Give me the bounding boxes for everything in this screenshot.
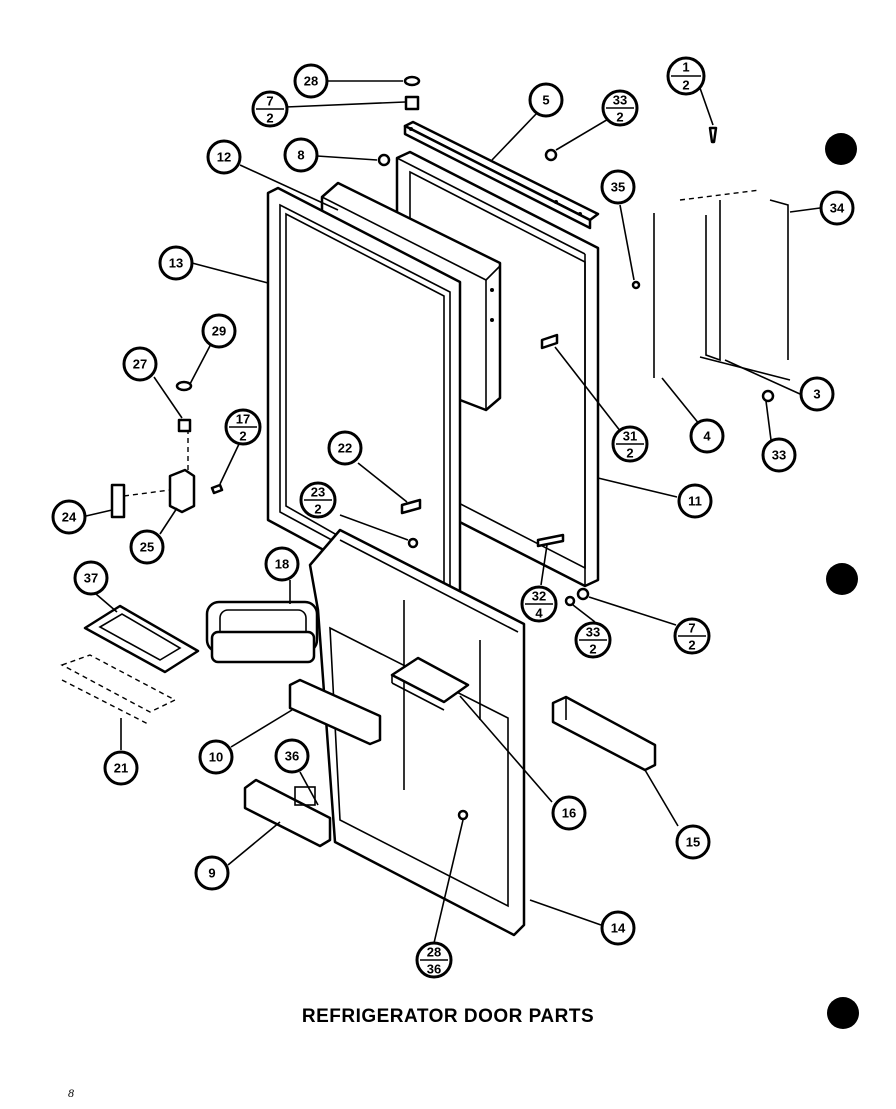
svg-text:27: 27 (133, 357, 147, 372)
svg-text:4: 4 (703, 429, 711, 444)
svg-text:24: 24 (62, 510, 77, 525)
svg-text:32: 32 (532, 589, 546, 604)
svg-text:5: 5 (542, 93, 549, 108)
svg-text:13: 13 (169, 256, 183, 271)
callout-16: 16 (551, 795, 587, 831)
svg-text:23: 23 (311, 485, 325, 500)
svg-text:33: 33 (613, 93, 627, 108)
svg-text:11: 11 (688, 494, 702, 509)
svg-text:14: 14 (611, 921, 626, 936)
svg-text:7: 7 (266, 94, 273, 109)
callout-33b: 33 (761, 437, 797, 473)
callout-13: 13 (158, 245, 194, 281)
svg-text:2: 2 (266, 111, 273, 126)
callout-29: 29 (201, 313, 237, 349)
part-hinge-bracket (653, 189, 791, 381)
callout-5: 5 (528, 82, 564, 118)
part-hinge-left (110, 420, 196, 519)
callout-7b: 7 2 (673, 617, 711, 655)
svg-text:7: 7 (688, 621, 695, 636)
punch-hole-bottom (827, 997, 859, 1029)
callout-25: 25 (129, 529, 165, 565)
svg-text:2: 2 (314, 502, 321, 517)
svg-text:3: 3 (813, 387, 820, 402)
callout-27: 27 (122, 346, 158, 382)
svg-text:2: 2 (688, 638, 695, 653)
svg-text:29: 29 (212, 324, 226, 339)
part-bracket-9 (243, 778, 332, 848)
svg-text:17: 17 (236, 412, 250, 427)
part-shelf-16 (390, 656, 470, 711)
callout-8: 8 (283, 137, 319, 173)
part-shelf-15 (551, 695, 657, 772)
svg-text:16: 16 (562, 806, 576, 821)
svg-text:18: 18 (275, 557, 289, 572)
part-butter-dish (205, 600, 319, 664)
part-bracket-10 (288, 678, 382, 746)
part-dairy-bin (60, 654, 177, 726)
svg-text:34: 34 (830, 201, 845, 216)
callout-24: 24 (51, 499, 87, 535)
svg-text:22: 22 (338, 441, 352, 456)
svg-text:9: 9 (208, 866, 215, 881)
callout-17: 17 2 (224, 408, 262, 446)
callout-14: 14 (600, 910, 636, 946)
callout-4: 4 (689, 418, 725, 454)
callout-3: 3 (799, 376, 835, 412)
callout-15: 15 (675, 824, 711, 860)
callout-10: 10 (198, 739, 234, 775)
callout-32: 32 4 (520, 585, 558, 623)
svg-text:2: 2 (626, 446, 633, 461)
svg-text:37: 37 (84, 571, 98, 586)
svg-text:12: 12 (217, 150, 231, 165)
part-dairy-door (83, 604, 200, 674)
callout-35: 35 (600, 169, 636, 205)
callout-33c: 33 2 (574, 621, 612, 659)
callout-23: 23 2 (299, 481, 337, 519)
page-number: 8 (68, 1086, 74, 1100)
svg-text:2: 2 (239, 429, 246, 444)
svg-text:1: 1 (682, 60, 689, 75)
svg-text:28: 28 (427, 945, 441, 960)
leader-lines (85, 80, 821, 944)
callout-7a: 7 2 (251, 90, 289, 128)
svg-text:2: 2 (682, 78, 689, 93)
svg-text:35: 35 (611, 180, 625, 195)
svg-text:31: 31 (623, 429, 637, 444)
page-title: REFRIGERATOR DOOR PARTS (301, 1006, 595, 1027)
svg-text:36: 36 (427, 962, 441, 977)
callout-31: 31 2 (611, 425, 649, 463)
callout-33a: 33 2 (601, 89, 639, 127)
svg-text:2: 2 (589, 642, 596, 657)
callout-22: 22 (327, 430, 363, 466)
svg-text:33: 33 (772, 448, 786, 463)
part-top-hinge (403, 120, 600, 230)
svg-text:2: 2 (616, 110, 623, 125)
svg-text:21: 21 (114, 761, 128, 776)
punch-hole-top (825, 133, 857, 165)
callout-1: 1 2 (666, 56, 706, 96)
callout-37: 37 (73, 560, 109, 596)
callout-28b: 28 36 (415, 941, 453, 979)
callout-11: 11 (677, 483, 713, 519)
callout-21: 21 (103, 750, 139, 786)
svg-text:8: 8 (297, 148, 304, 163)
callout-36: 36 (274, 738, 310, 774)
callout-9: 9 (194, 855, 230, 891)
punch-hole-middle (826, 563, 858, 595)
svg-text:4: 4 (535, 606, 543, 621)
svg-text:15: 15 (686, 835, 700, 850)
svg-text:28: 28 (304, 74, 318, 89)
callouts: 28 7 2 8 12 5 33 2 1 2 (51, 56, 855, 979)
callout-12: 12 (206, 139, 242, 175)
svg-text:10: 10 (209, 750, 223, 765)
svg-text:36: 36 (285, 749, 299, 764)
callout-34: 34 (819, 190, 855, 226)
svg-text:25: 25 (140, 540, 154, 555)
part-hardware (175, 75, 775, 821)
svg-text:33: 33 (586, 625, 600, 640)
callout-28a: 28 (293, 63, 329, 99)
callout-18: 18 (264, 546, 300, 582)
